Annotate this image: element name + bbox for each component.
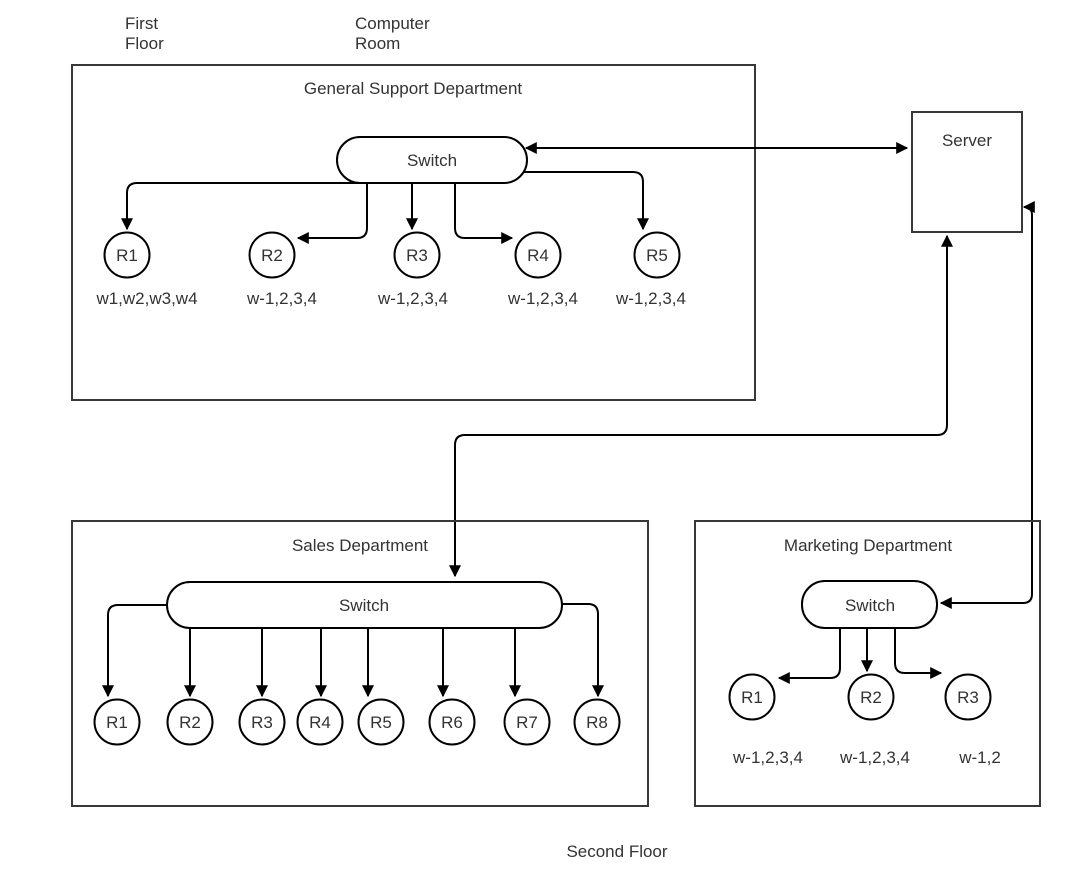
- marketing-router-r1-shape: [728, 673, 776, 721]
- server-sales-switch-connector: [449, 234, 953, 578]
- gsd-router-r3-label: R3: [406, 246, 428, 265]
- gsd-router-r5-workstations: w-1,2,3,4: [615, 289, 686, 308]
- gsd-router-r2-label: R2: [261, 246, 283, 265]
- sales-router-r3: R3: [238, 698, 286, 746]
- gsd-router-r4-label: R4: [527, 246, 549, 265]
- marketing-switch-label: Switch: [845, 596, 895, 615]
- gsd-switch-to-r2-connector: [296, 183, 368, 244]
- sales-router-r8-shape: [573, 698, 621, 746]
- computer-room-label-line1: Computer: [355, 14, 430, 33]
- gsd-switch-to-r1-connector: [121, 182, 365, 231]
- sales-router-r3-label: R3: [251, 713, 273, 732]
- server-node: Server: [911, 111, 1023, 233]
- marketing-router-r2-workstations: w-1,2,3,4: [839, 748, 910, 767]
- marketing-switch: Switch: [801, 580, 938, 629]
- marketing-router-r1-workstations: w-1,2,3,4: [732, 748, 803, 767]
- marketing-router-r3: R3 w-1,2: [944, 673, 1001, 767]
- gsd-router-r3-shape: [393, 231, 441, 279]
- marketing-router-r2-shape: [847, 673, 895, 721]
- sales-router-r3-shape: [238, 698, 286, 746]
- sales-switch-shape: [166, 581, 563, 629]
- sales-router-r5-label: R5: [370, 713, 392, 732]
- sales-router-r2-label: R2: [179, 713, 201, 732]
- gsd-switch-to-r4-connector: [454, 183, 514, 244]
- marketing-router-r1-label: R1: [741, 688, 763, 707]
- sales-department-box: [71, 520, 649, 807]
- marketing-department-title: Marketing Department: [784, 536, 952, 555]
- sales-router-r2: R2: [166, 698, 214, 746]
- general-support-switch-shape: [336, 136, 528, 184]
- gsd-router-r1-workstations: w1,w2,w3,w4: [95, 289, 197, 308]
- server-label: Server: [942, 131, 992, 150]
- marketing-router-r3-workstations: w-1,2: [958, 748, 1001, 767]
- general-support-switch-label: Switch: [407, 151, 457, 170]
- sales-switch-to-r8-connector: [560, 603, 604, 698]
- sales-router-r8-label: R8: [586, 713, 608, 732]
- sales-router-r4-shape: [296, 698, 344, 746]
- gsd-router-r2-workstations: w-1,2,3,4: [246, 289, 317, 308]
- gsd-router-r2-shape: [248, 231, 296, 279]
- gsd-router-r5-label: R5: [646, 246, 668, 265]
- sales-router-r1-shape: [93, 698, 141, 746]
- sales-switch-to-r1-connector: [102, 604, 169, 698]
- gsd-router-r5: R5 w-1,2,3,4: [615, 231, 686, 308]
- sales-router-r2-shape: [166, 698, 214, 746]
- backbone-connections: [449, 142, 1035, 609]
- second-floor-label: Second Floor: [566, 842, 667, 861]
- sales-department: Sales Department Switch R1 R2 R3: [71, 520, 649, 807]
- marketing-router-r3-shape: [944, 673, 992, 721]
- gsd-router-r4: R4 w-1,2,3,4: [507, 231, 578, 308]
- gsd-router-r1-label: R1: [116, 246, 138, 265]
- marketing-router-r2: R2 w-1,2,3,4: [839, 673, 910, 767]
- sales-switch: Switch: [166, 581, 563, 629]
- marketing-switch-to-r3-connector: [894, 628, 943, 679]
- sales-router-r6-shape: [428, 698, 476, 746]
- first-floor-label-line1: First: [125, 14, 158, 33]
- sales-router-r5-shape: [357, 698, 405, 746]
- sales-router-r1-label: R1: [106, 713, 128, 732]
- sales-router-r1: R1: [93, 698, 141, 746]
- sales-department-title: Sales Department: [292, 536, 428, 555]
- sales-switch-label: Switch: [339, 596, 389, 615]
- marketing-switch-to-r1-connector: [777, 628, 841, 684]
- gsd-router-r1: R1 w1,w2,w3,w4: [95, 231, 198, 308]
- sales-router-r6: R6: [428, 698, 476, 746]
- marketing-switch-shape: [801, 580, 938, 629]
- general-support-department: General Support Department Switch R1 w1,…: [71, 64, 756, 401]
- sales-router-r7-label: R7: [516, 713, 538, 732]
- sales-router-r6-label: R6: [441, 713, 463, 732]
- sales-router-r8: R8: [573, 698, 621, 746]
- server-marketing-switch-connector: [939, 201, 1035, 609]
- general-support-switch: Switch: [336, 136, 528, 184]
- sales-router-r7: R7: [503, 698, 551, 746]
- gsd-router-r1-shape: [103, 231, 151, 279]
- marketing-router-r1: R1 w-1,2,3,4: [728, 673, 803, 767]
- sales-router-r7-shape: [503, 698, 551, 746]
- sales-router-r4-label: R4: [309, 713, 331, 732]
- marketing-router-r3-label: R3: [957, 688, 979, 707]
- gsd-router-r2: R2 w-1,2,3,4: [246, 231, 317, 308]
- computer-room-label-line2: Room: [355, 34, 400, 53]
- marketing-router-r2-label: R2: [860, 688, 882, 707]
- floor-labels: First Floor Computer Room Second Floor: [125, 14, 668, 861]
- gsd-router-r3-workstations: w-1,2,3,4: [377, 289, 448, 308]
- general-support-department-box: [71, 64, 756, 401]
- general-support-department-title: General Support Department: [304, 79, 523, 98]
- first-floor-label-line2: Floor: [125, 34, 164, 53]
- marketing-department: Marketing Department Switch R1 w-1,2,3,4…: [694, 520, 1041, 807]
- gsd-switch-to-r5-connector: [524, 171, 649, 231]
- gsd-router-r3: R3 w-1,2,3,4: [377, 231, 448, 308]
- server-shape: [911, 111, 1023, 233]
- sales-router-r4: R4: [296, 698, 344, 746]
- gsd-router-r4-workstations: w-1,2,3,4: [507, 289, 578, 308]
- sales-router-r5: R5: [357, 698, 405, 746]
- marketing-department-box: [694, 520, 1041, 807]
